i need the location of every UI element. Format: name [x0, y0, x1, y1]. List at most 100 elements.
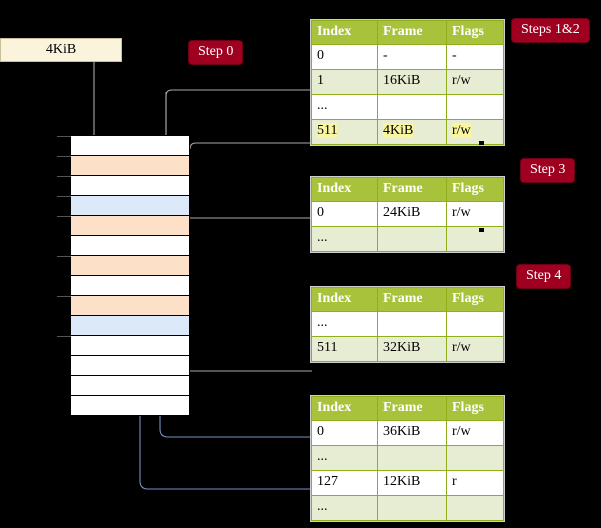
- column-header-index: Index: [311, 287, 378, 312]
- cell-text: 24KiB: [383, 205, 421, 221]
- table-cell-flags: r/w: [446, 419, 504, 446]
- table-cell-frame: [377, 93, 447, 120]
- memory-tick-3: [57, 196, 71, 197]
- table-cell-index: ...: [311, 225, 378, 252]
- column-header-frame: Frame: [377, 177, 447, 202]
- table-cell-index: ...: [311, 93, 378, 120]
- memory-cell-0: [71, 136, 189, 156]
- column-header-index: Index: [311, 177, 378, 202]
- column-header-flags: Flags: [446, 396, 504, 421]
- column-header-flags: Flags: [446, 20, 504, 45]
- column-header-index: Index: [311, 396, 378, 421]
- table-cell-flags: [446, 93, 504, 120]
- memory-tick-1: [57, 156, 71, 157]
- table-cell-flags: r: [446, 469, 504, 496]
- table-cell-frame: [377, 444, 447, 471]
- badge-steps-1-2: Steps 1&2: [512, 19, 589, 42]
- memory-tick-10: [57, 336, 71, 337]
- badge-step-0-label: Step 0: [198, 44, 234, 59]
- badge-steps-1-2-label: Steps 1&2: [521, 22, 580, 37]
- table-cell-flags: -: [446, 43, 504, 70]
- cell-text: 12KiB: [383, 474, 421, 490]
- memory-cell-11: [71, 356, 189, 376]
- table-cell-index: ...: [311, 310, 378, 337]
- wire-final-127: [139, 233, 312, 490]
- physical-memory-column: [57, 135, 190, 416]
- source-address-box: 4KiB: [0, 38, 122, 62]
- cell-text: 0: [317, 48, 324, 64]
- memory-tick-4: [57, 216, 71, 217]
- table-cell-frame: [377, 494, 447, 521]
- memory-cell-12: [71, 376, 189, 396]
- memory-tick-2: [57, 176, 71, 177]
- wire-final-0: [159, 326, 312, 438]
- memory-cell-5: [71, 236, 189, 256]
- memory-tick-0: [57, 136, 71, 137]
- table-row: 1 16KiB r/w: [311, 68, 504, 95]
- table-cell-index: 1: [311, 68, 378, 95]
- table-cell-flags: r/w: [446, 335, 504, 362]
- table-row: ...: [311, 93, 504, 120]
- table-cell-index: 511: [311, 335, 378, 362]
- cell-text: 127: [317, 474, 338, 490]
- cell-text: ...: [317, 499, 328, 515]
- table-cell-frame: [377, 225, 447, 252]
- cell-text: 0: [317, 424, 324, 440]
- table-row-connector-stub: [479, 228, 484, 232]
- cell-text: 511: [317, 340, 338, 356]
- table-cell-flags: r/w: [446, 118, 504, 145]
- column-header-flags: Flags: [446, 287, 504, 312]
- table-cell-flags: [446, 225, 504, 252]
- memory-tick-6: [57, 256, 71, 257]
- table-cell-index: ...: [311, 444, 378, 471]
- table-row: 0 - -: [311, 43, 504, 70]
- cell-text: 16KiB: [383, 73, 421, 89]
- badge-step-4: Step 4: [517, 265, 571, 288]
- table-row: ...: [311, 494, 504, 521]
- cell-text: r/w: [452, 424, 471, 440]
- table-cell-index: 0: [311, 419, 378, 446]
- table-row-connector-stub: [479, 141, 484, 145]
- cell-text: ...: [317, 230, 328, 246]
- table-row: ...: [311, 225, 504, 252]
- table-cell-index: 511: [311, 118, 378, 145]
- memory-cell-6: [71, 256, 189, 276]
- column-header-frame: Frame: [377, 287, 447, 312]
- table-cell-frame: 4KiB: [377, 118, 447, 145]
- table-cell-frame: 32KiB: [377, 335, 447, 362]
- column-header-frame: Frame: [377, 20, 447, 45]
- source-address-label: 4KiB: [45, 42, 77, 57]
- table-cell-flags: r/w: [446, 68, 504, 95]
- memory-cell-10: [71, 336, 189, 356]
- column-header-frame: Frame: [377, 396, 447, 421]
- badge-step-0: Step 0: [189, 41, 243, 64]
- memory-cell-7: [71, 276, 189, 296]
- table-cell-index: ...: [311, 494, 378, 521]
- cell-text: 511: [317, 123, 338, 139]
- memory-cell-8: [71, 296, 189, 316]
- cell-text: -: [383, 48, 388, 64]
- cell-text: 1: [317, 73, 324, 89]
- cell-text: -: [452, 48, 457, 64]
- table-cell-frame: -: [377, 43, 447, 70]
- table-cell-index: 0: [311, 43, 378, 70]
- cell-text: r/w: [452, 73, 471, 89]
- table-cell-flags: [446, 310, 504, 337]
- table-row: ...: [311, 310, 504, 337]
- memory-cell-4: [71, 216, 189, 236]
- table-cell-flags: r/w: [446, 200, 504, 227]
- memory-cell-2: [71, 176, 189, 196]
- cell-text: ...: [317, 449, 328, 465]
